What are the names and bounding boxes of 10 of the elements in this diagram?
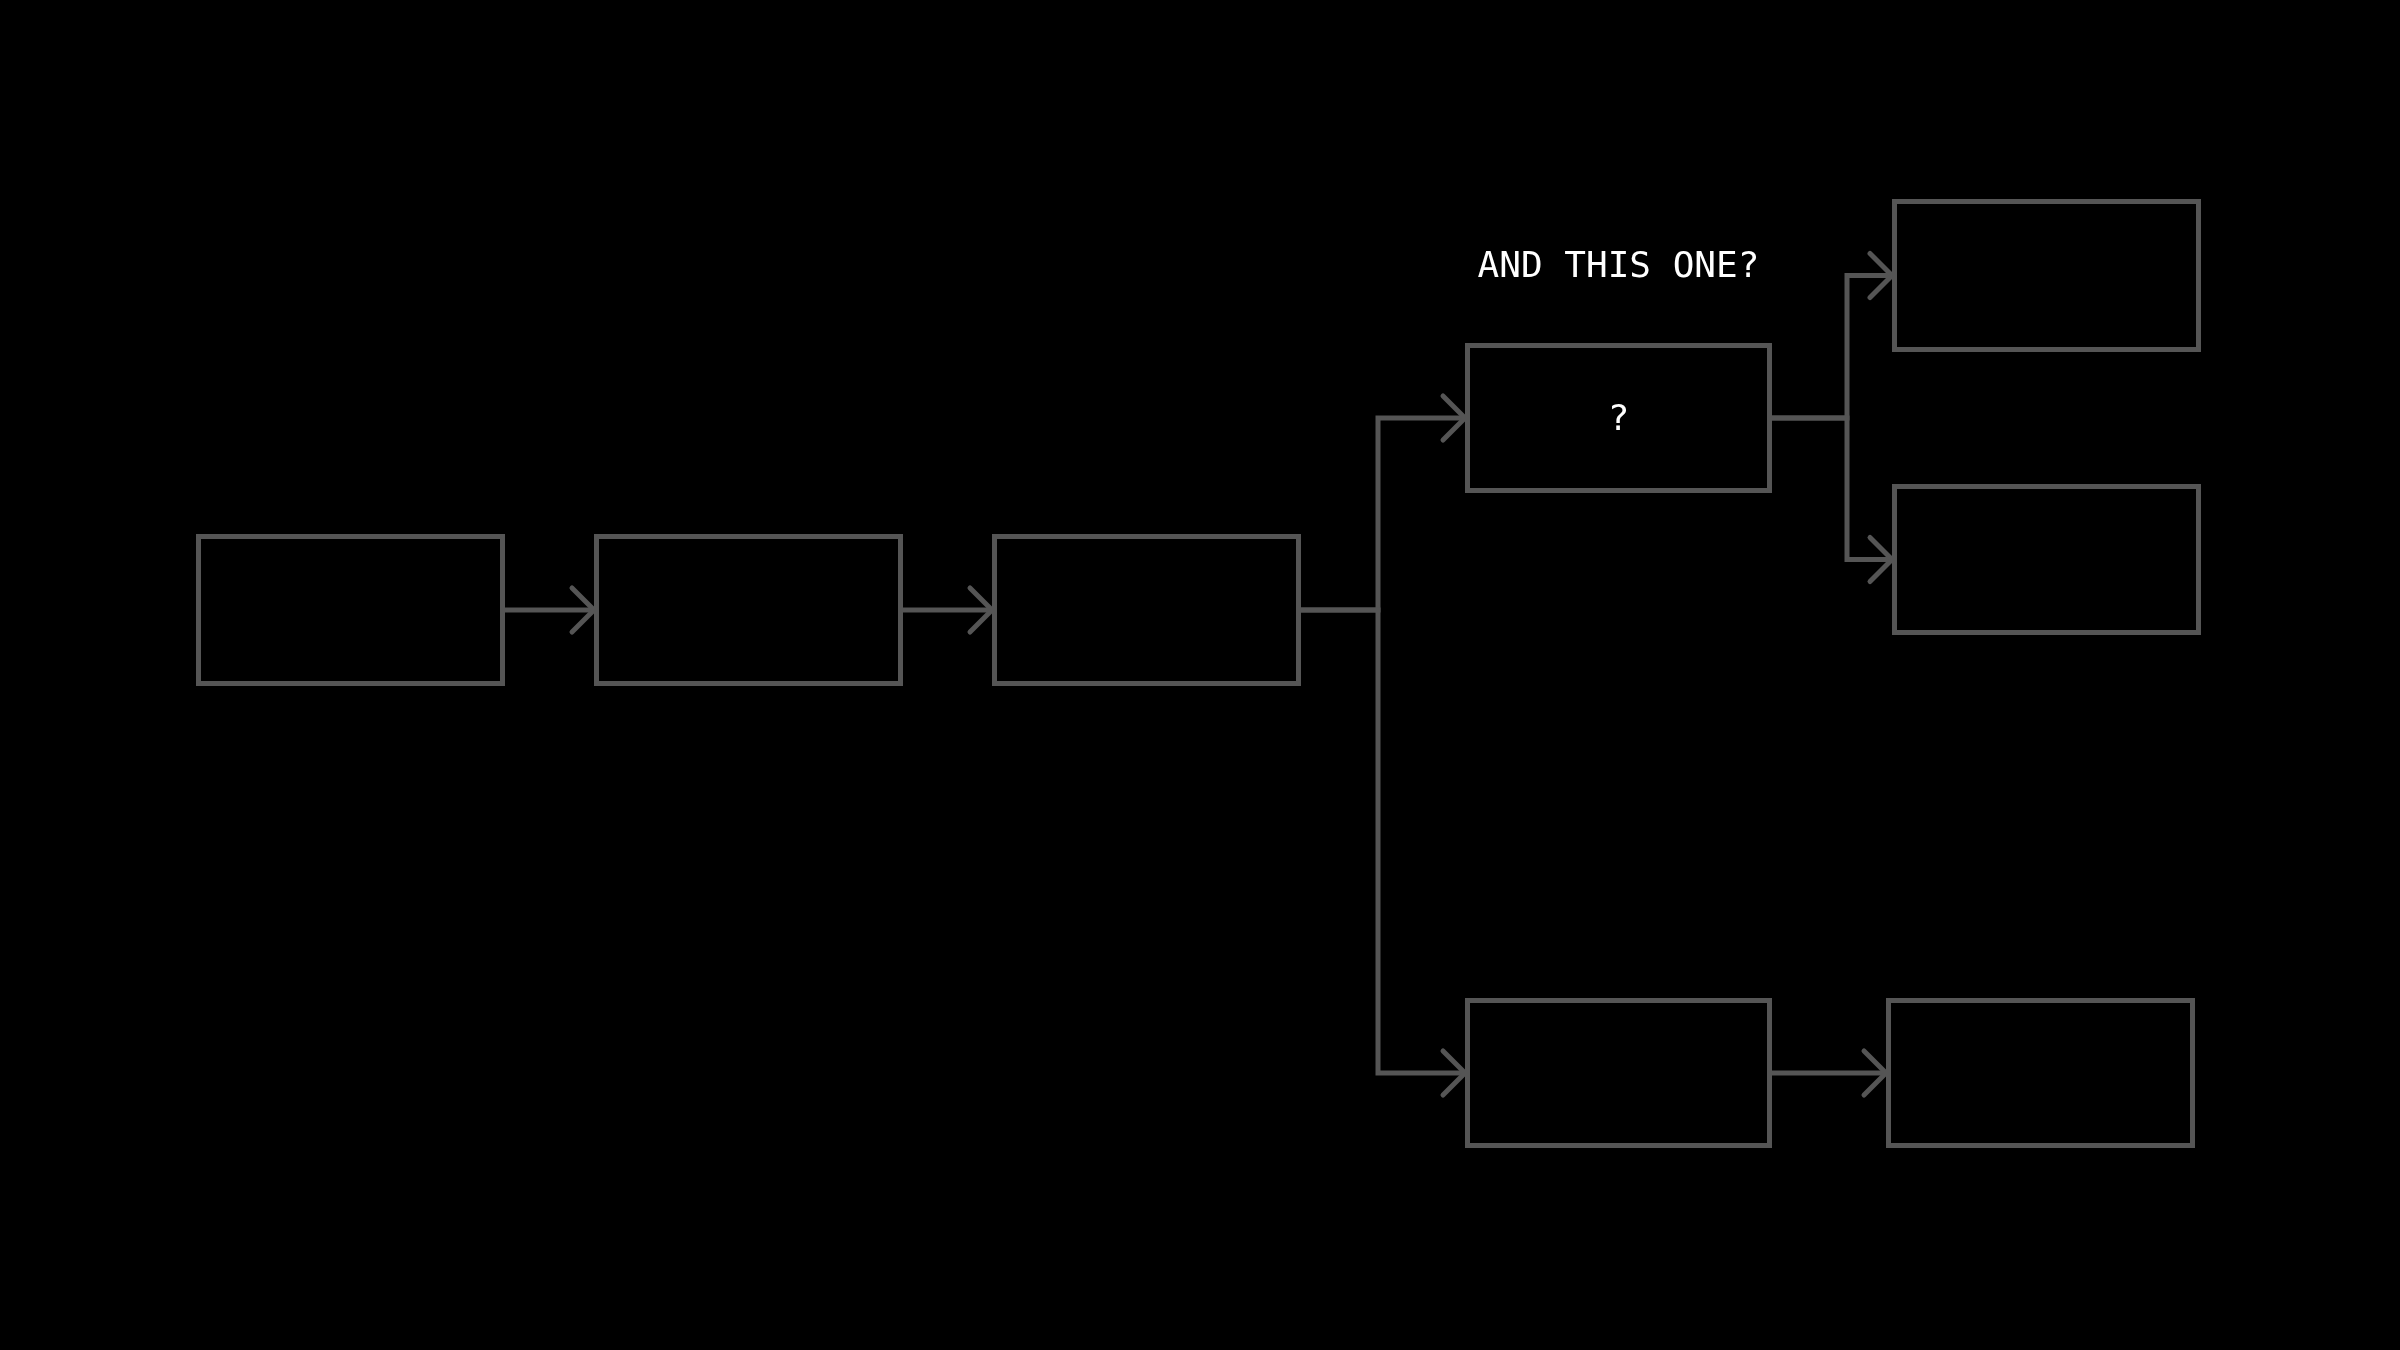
- process-box: [1886, 998, 2195, 1148]
- process-box: [1892, 199, 2201, 352]
- process-box: [196, 534, 505, 686]
- annotation-label: AND THIS ONE?: [1476, 243, 1761, 287]
- process-box: [1892, 484, 2201, 635]
- process-box: [594, 534, 903, 686]
- process-box: [992, 534, 1301, 686]
- process-box: [1465, 343, 1772, 493]
- box-label: ?: [1607, 396, 1630, 440]
- process-box: [1465, 998, 1772, 1148]
